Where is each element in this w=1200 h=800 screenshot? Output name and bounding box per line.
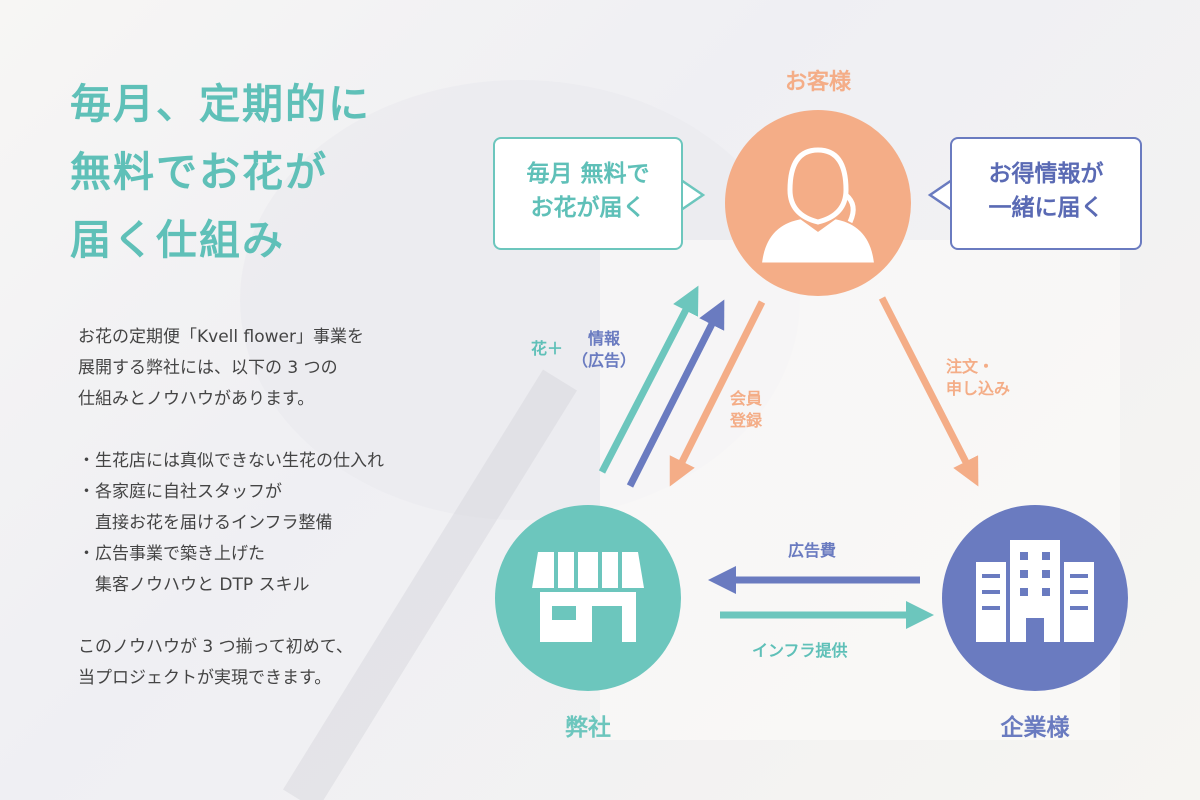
callout-line: お得情報が [988,161,1104,187]
label-line: （広告） [572,351,637,370]
callout-line: 毎月 無料で [526,161,650,187]
member-registration-label: 会員 登録 [730,388,762,432]
flower-arrow [598,285,699,474]
customer-label: お客様 [784,70,852,95]
bullet-item: 集客ノウハウと DTP スキル [78,575,310,595]
text-line: お花の定期便「Kvell flower」事業を [78,327,364,347]
title-line: 届く仕組み [70,216,285,264]
left-box-pointer [679,177,706,213]
text-line: 当プロジェクトが実現できます。 [78,668,332,688]
text-line: このノウハウが 3 つ揃って初めて、 [78,637,353,657]
label-line: 注文・ [946,357,995,376]
order-arrow [878,296,979,487]
shop-icon [532,552,644,642]
label-line: 会員 [730,389,763,408]
person-icon [762,147,874,263]
free-flowers-callout: 毎月 無料で お花が届く [493,137,683,250]
building-icon [976,540,1094,642]
company-label: 弊社 [565,715,611,741]
bullet-item: ・生花店には真似できない生花の仕入れ [78,451,384,471]
bullet-item: ・広告事業で築き上げた [78,544,265,564]
title-line: 毎月、定期的に [70,80,371,128]
company-circle [495,505,681,691]
text-line: 仕組みとノウハウがあります。 [78,389,315,409]
order-label: 注文・ 申し込み [946,356,1010,400]
label-line: 登録 [730,411,763,430]
bullet-item: 直接お花を届けるインフラ整備 [78,513,333,533]
label-line: 申し込み [946,379,1011,398]
info-arrow [626,299,725,488]
description: お花の定期便「Kvell flower」事業を 展開する弊社には、以下の 3 つ… [78,322,384,694]
ad-fee-label: 広告費 [788,541,837,560]
text-line: 展開する弊社には、以下の 3 つの [78,358,338,378]
info-ad-label: 情報 （広告） [572,328,636,372]
callout-line: 一緒に届く [988,195,1104,221]
page-title: 毎月、定期的に 無料でお花が 届く仕組み [70,70,371,274]
member-arrow [669,300,766,487]
right-box-pointer [927,177,954,213]
flower-plus-label: 花＋ [531,339,564,358]
client-label: 企業様 [1000,715,1070,741]
callout-line: お花が届く [530,195,646,221]
deals-info-callout: お得情報が 一緒に届く [950,137,1142,250]
bullet-item: ・各家庭に自社スタッフが [78,482,282,502]
infra-label: インフラ提供 [752,641,848,660]
title-line: 無料でお花が [70,148,328,196]
client-circle [942,505,1128,691]
customer-circle [725,110,911,296]
label-line: 情報 [588,329,621,348]
